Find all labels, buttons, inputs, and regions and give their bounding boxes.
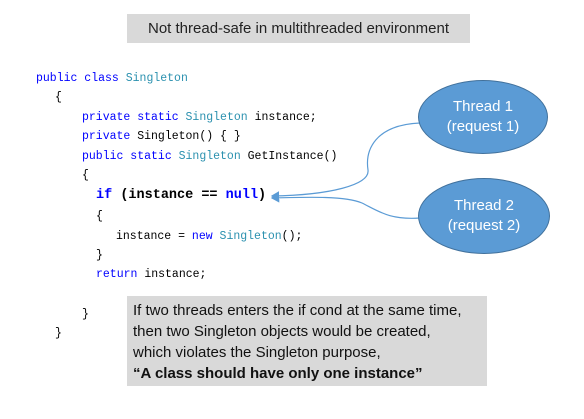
code-line-if-close: } [96,249,103,262]
code-line-method-brace: { [82,169,89,182]
thread-1-label: Thread 1 [452,98,514,115]
code-line-new-instance: instance = new Singleton(); [116,230,303,243]
code-line-if-brace: { [96,210,103,223]
thread-2-request: (request 2) [447,217,521,234]
code-line-method-close: } [82,308,89,321]
title-text: Not thread-safe in multithreaded environ… [148,20,449,37]
title-banner: Not thread-safe in multithreaded environ… [127,14,470,43]
note-line-2: then two Singleton objects would be crea… [133,323,431,340]
thread-2-label: Thread 2 [453,197,515,214]
thread-1-arrow [270,122,421,201]
code-line-class-close: } [55,327,62,340]
code-line-private-ctor: private Singleton() { } [82,130,241,143]
note-line-1: If two threads enters the if cond at the… [133,302,462,319]
code-line-open-brace: { [55,91,62,104]
explanation-note: If two threads enters the if cond at the… [127,296,487,386]
code-line-class-decl: public class Singleton [36,72,188,85]
code-line-if-null-check: if (instance == null) [96,188,267,203]
code-line-get-instance: public static Singleton GetInstance() [82,150,338,163]
thread-1-bubble: Thread 1 (request 1) [418,80,548,154]
note-line-4: “A class should have only one instance” [133,365,423,382]
thread-1-request: (request 1) [446,118,520,135]
note-line-3: which violates the Singleton purpose, [133,344,381,361]
code-line-instance-field: private static Singleton instance; [82,111,317,124]
code-line-return: return instance; [96,268,207,281]
thread-2-bubble: Thread 2 (request 2) [418,178,550,254]
thread-2-arrow [270,193,421,219]
